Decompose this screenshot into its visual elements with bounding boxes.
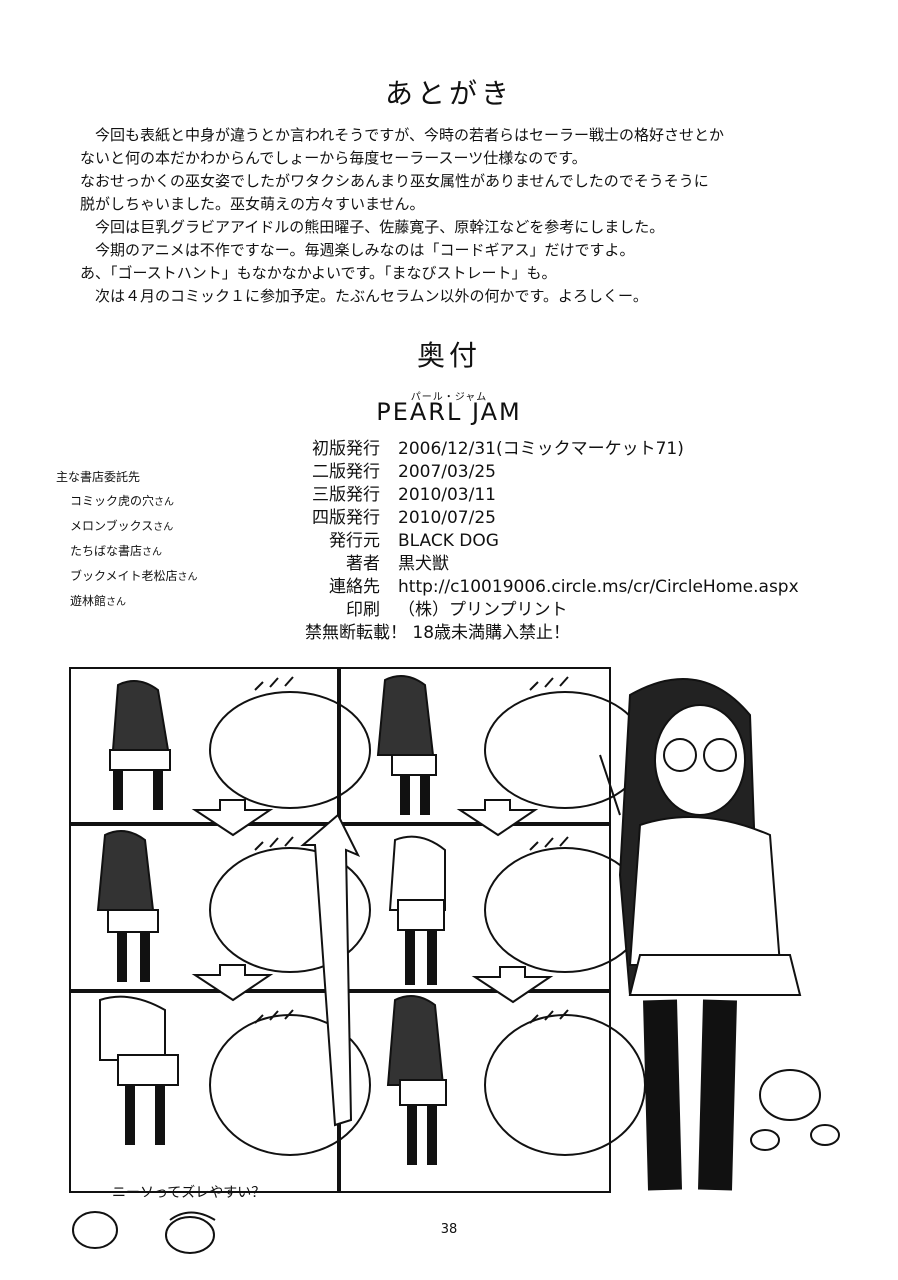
store-item: ブックメイト老松店さん [56, 567, 256, 592]
colophon-label: 初版発行 [312, 439, 380, 459]
store-list-heading: 主な書店委託先 [56, 470, 141, 484]
colophon-row-second-edition: 二版発行 2007/03/25 [250, 461, 890, 484]
round-face-figure [484, 691, 646, 809]
colophon-row-contact: 連絡先 http://c10019006.circle.ms/cr/Circle… [250, 576, 890, 599]
colophon-row-third-edition: 三版発行 2010/03/11 [250, 484, 890, 507]
store-item: メロンブックスさん [56, 517, 256, 542]
afterword-line: なおせっかくの巫女姿でしたがワタクシあんまり巫女属性がありませんでしたのでそうそ… [80, 172, 709, 190]
colophon-value: 2010/07/25 [398, 508, 496, 528]
colophon-value: 黒犬獣 [398, 554, 449, 574]
afterword-line: 今回は巨乳グラビアアイドルの熊田曜子、佐藤寛子、原幹江などを参考にしました。 [80, 218, 665, 236]
comic-panel [339, 991, 611, 1193]
down-arrow-icon [456, 799, 539, 837]
colophon-value: 2006/12/31(コミックマーケット71) [398, 439, 684, 459]
colophon-label: 連絡先 [329, 577, 380, 597]
afterword-line: 今回も表紙と中身が違うとか言われそうですが、今時の若者らはセーラー戦士の格好させ… [80, 126, 724, 144]
down-arrow-icon [191, 799, 274, 837]
book-title-ruby: パール・ジャム [410, 392, 488, 403]
store-honorific: さん [106, 597, 127, 608]
store-honorific: さん [177, 572, 198, 583]
store-item: コミック虎の穴さん [56, 492, 256, 517]
up-arrow-icon [300, 813, 361, 1127]
store-honorific: さん [142, 547, 163, 558]
store-name: ブックメイト老松店 [70, 569, 178, 583]
colophon-value: 2010/03/11 [398, 485, 496, 505]
colophon-row-author: 著者 黒犬獣 [250, 553, 890, 576]
girl-figure [96, 830, 159, 982]
comic-panel [339, 667, 611, 824]
store-item: たちばな書店さん [56, 542, 256, 567]
comic-panel [69, 667, 339, 824]
girl-figure [109, 680, 171, 810]
down-arrow-icon [471, 966, 554, 1004]
large-girl-figure [599, 678, 802, 1191]
colophon-label: 発行元 [329, 531, 380, 551]
colophon-label: 三版発行 [312, 485, 380, 505]
colophon-row-printer: 印刷 （株）プリンプリント [250, 599, 890, 622]
store-honorific: さん [154, 497, 175, 508]
book-title: PEARL JAM [376, 398, 522, 426]
colophon-row-fourth-edition: 四版発行 2010/07/25 [250, 507, 890, 530]
store-name: たちばな書店 [70, 544, 143, 558]
afterword-line: 今期のアニメは不作ですなー。毎週楽しみなのは「コードギアス」だけですよ。 [80, 241, 635, 259]
colophon-value: 2007/03/25 [398, 462, 496, 482]
colophon-title: 奥付 [416, 339, 481, 372]
colophon-details: 初版発行 2006/12/31(コミックマーケット71) 二版発行 2007/0… [250, 438, 890, 645]
girl-figure [99, 995, 179, 1145]
colophon-label: 著者 [346, 554, 380, 574]
round-face-figure [209, 847, 371, 973]
round-face-figure [209, 1014, 371, 1156]
store-name: 遊林館 [70, 594, 107, 608]
colophon-label: 二版発行 [312, 462, 380, 482]
colophon-label: 印刷 [346, 600, 380, 620]
colophon-label: 四版発行 [312, 508, 380, 528]
store-list: 主な書店委託先 コミック虎の穴さん メロンブックスさん たちばな書店さん ブック… [56, 468, 256, 617]
store-item: 遊林館さん [56, 592, 256, 617]
colophon-value: （株）プリンプリント [398, 600, 568, 620]
age-restriction-notice: 禁無断転載！ 18歳未満購入禁止！ [305, 623, 571, 643]
store-name: コミック虎の穴 [70, 494, 155, 508]
colophon-row-first-edition: 初版発行 2006/12/31(コミックマーケット71) [250, 438, 890, 461]
afterword-title: あとがき [384, 77, 513, 110]
afterword-line: 脱がしちゃいました。巫女萌えの方々すいません。 [80, 195, 425, 213]
store-name: メロンブックス [70, 519, 154, 533]
small-round-character [750, 1069, 840, 1151]
afterword-text: 今回も表紙と中身が違うとか言われそうですが、今時の若者らはセーラー戦士の格好させ… [80, 124, 840, 308]
down-arrow-icon [191, 964, 274, 1002]
speech-handwriting: ニーソってズレやすい？ [112, 1185, 266, 1201]
comic-panel [339, 824, 611, 991]
girl-figure [376, 675, 437, 815]
doodle-face [72, 1211, 216, 1254]
afterword-line: あ、「ゴーストハント」もなかなかよいです。「まなびストレート」も。 [80, 264, 557, 282]
colophon-row-publisher: 発行元 BLACK DOG [250, 530, 890, 553]
comic-illustration [69, 667, 840, 1254]
afterword-line: ないと何の本だかわからんでしょーから毎度セーラースーツ仕様なのです。 [80, 149, 587, 167]
colophon-value: BLACK DOG [398, 531, 499, 551]
afterword-line: 次は４月のコミック１に参加予定。たぶんセラムン以外の何かです。よろしくー。 [80, 287, 648, 305]
girl-figure [388, 835, 446, 985]
girl-figure [386, 995, 447, 1165]
contact-url: http://c10019006.circle.ms/cr/CircleHome… [398, 577, 799, 597]
store-honorific: さん [153, 522, 174, 533]
round-face-figure [484, 1014, 646, 1156]
page-number: 38 [440, 1222, 458, 1237]
round-face-figure [209, 691, 371, 809]
